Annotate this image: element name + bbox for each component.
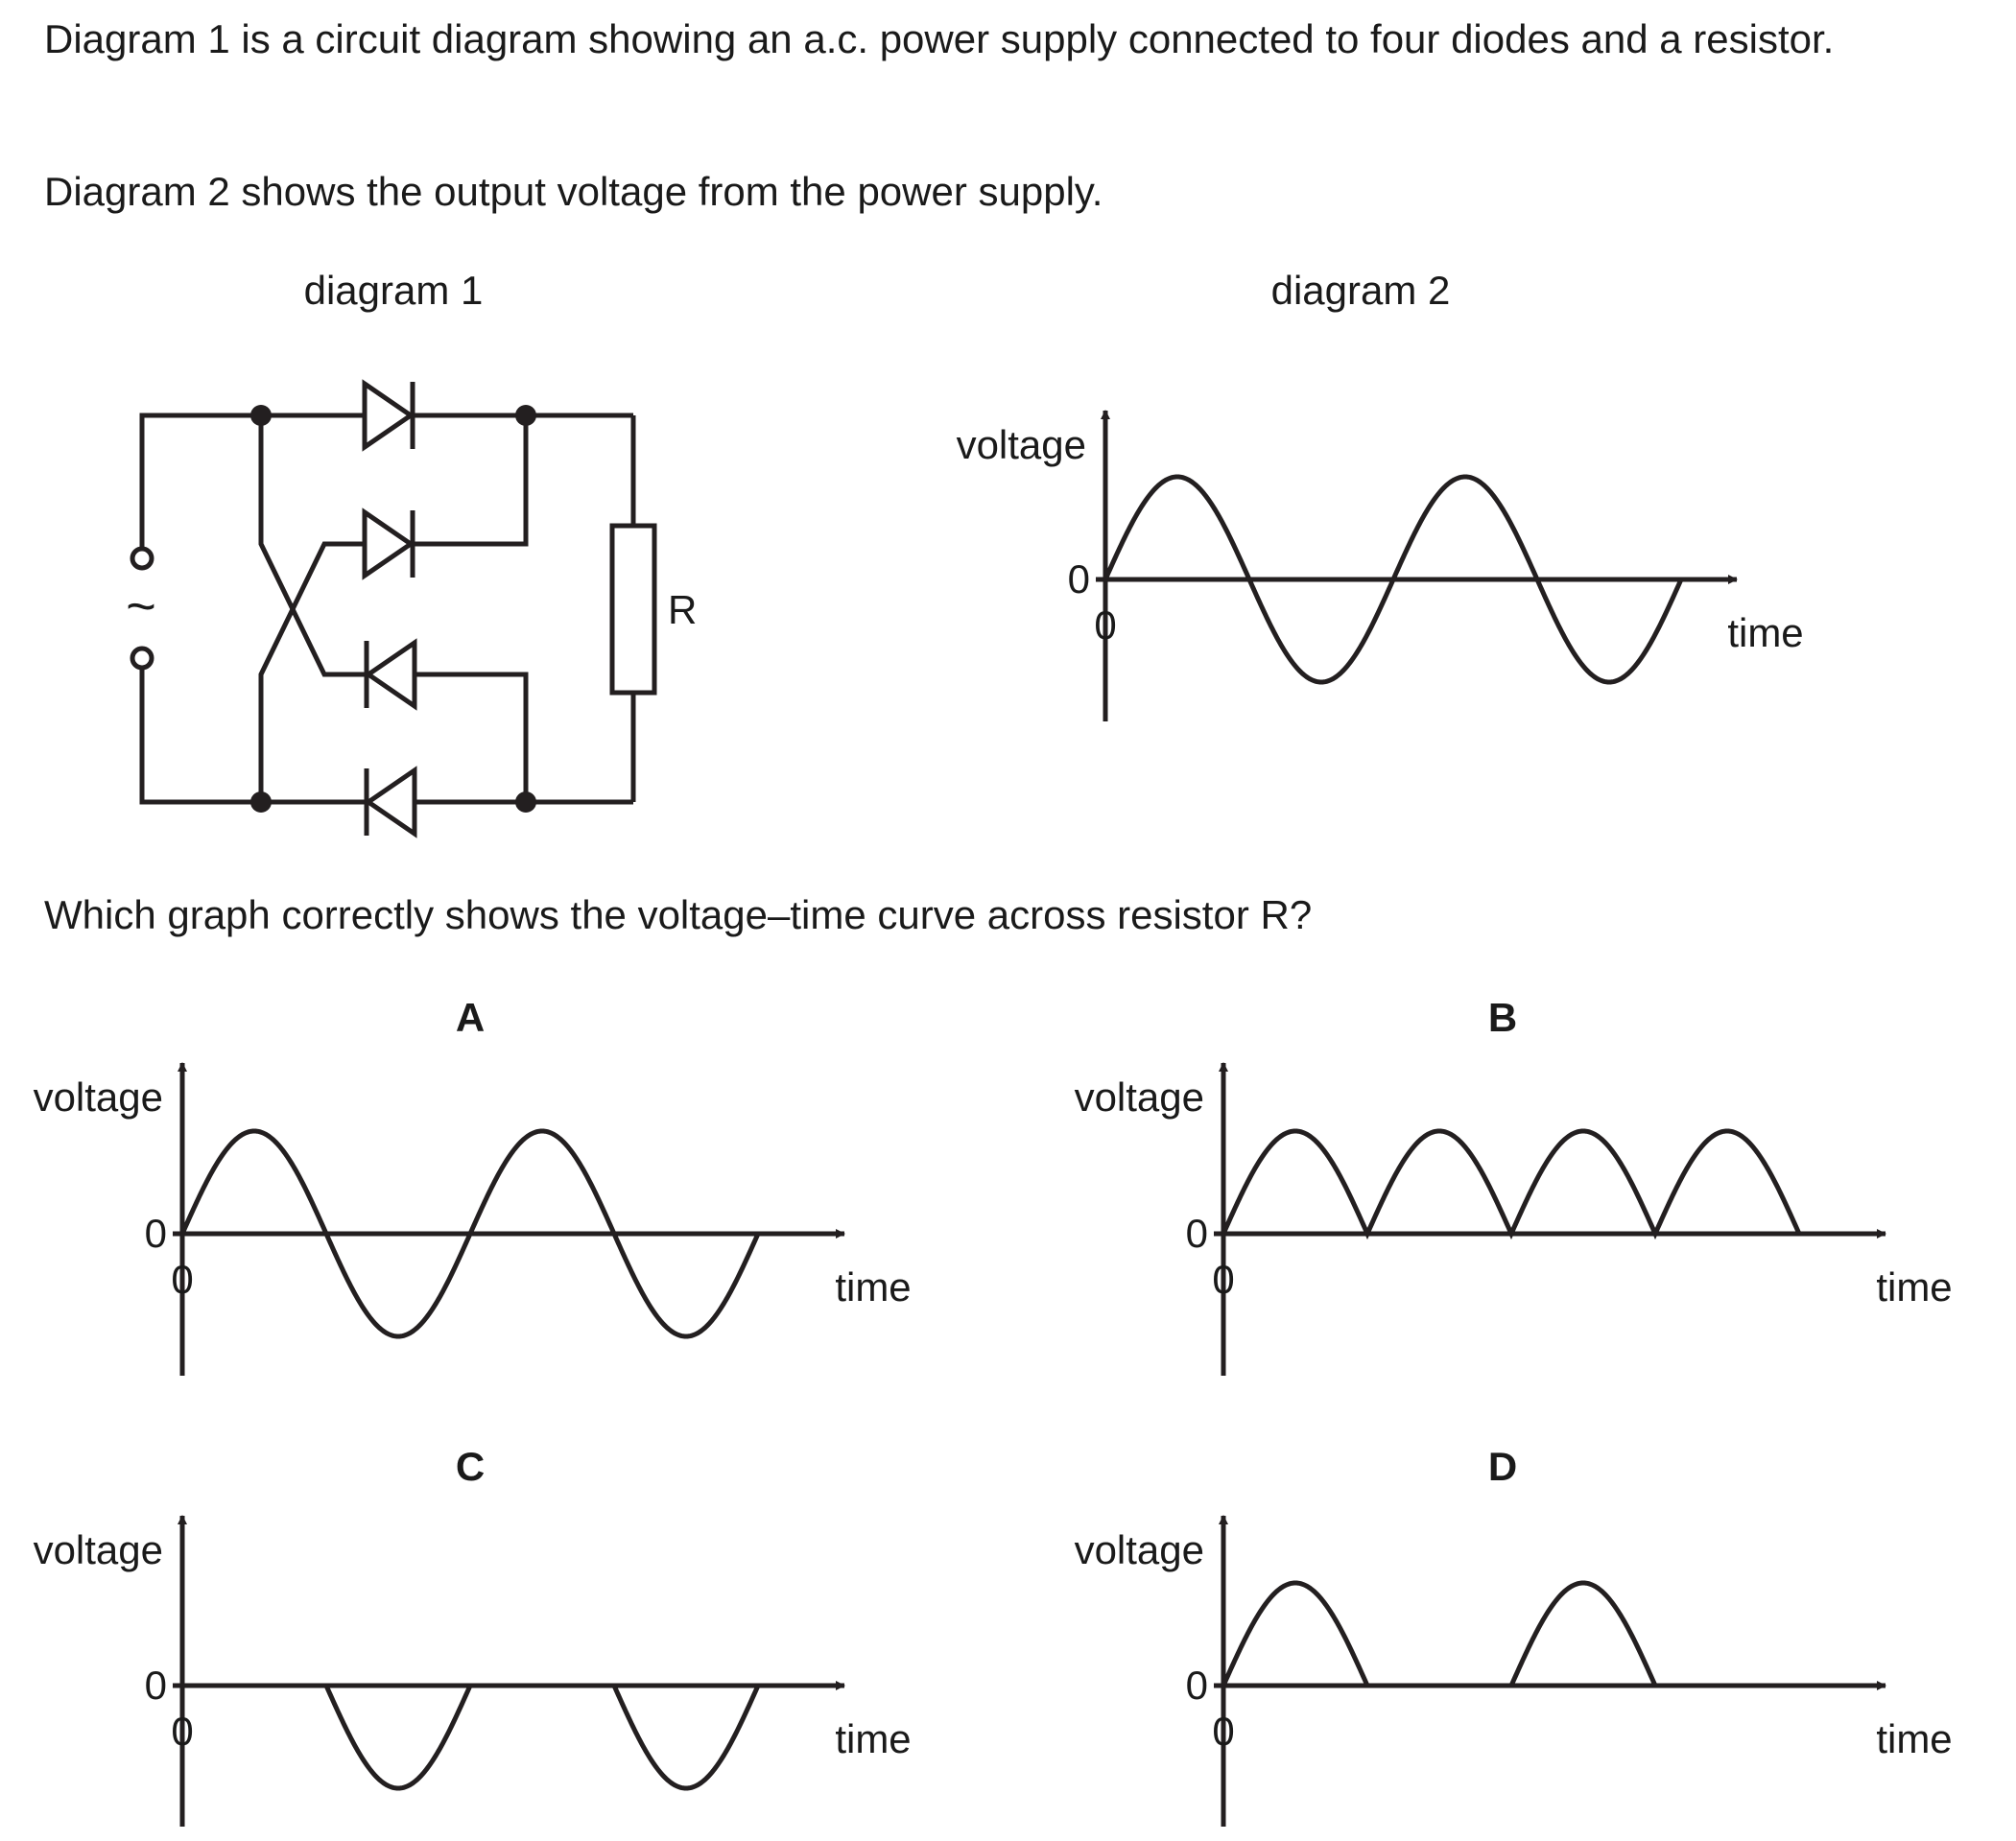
waveform-curve (1103, 474, 1684, 685)
x-zero-label: 0 (171, 1709, 193, 1754)
y-zero-label: 0 (145, 1663, 167, 1708)
junction-dot-top-right (515, 405, 536, 426)
resistor-label: R (668, 587, 697, 632)
diode-bottom (364, 766, 417, 838)
option-a-graph: voltage 00 time (34, 1062, 912, 1376)
x-zero-label: 0 (1212, 1709, 1234, 1754)
option-b[interactable]: B voltage 00 time (1075, 995, 1953, 1376)
option-d-graph: voltage 00 time (1075, 1515, 1953, 1827)
circuit-wires (139, 413, 636, 805)
waveform-curve (182, 1683, 761, 1791)
y-axis-label: voltage (1075, 1074, 1204, 1120)
option-c-letter: C (456, 1444, 485, 1489)
diagram-1-title: diagram 1 (304, 268, 484, 313)
y-axis-label: voltage (34, 1527, 163, 1572)
option-b-graph: voltage 00 time (1075, 1062, 1953, 1376)
diagram-2: diagram 2 voltage 00 time (957, 268, 1804, 721)
x-axis-label: time (1727, 610, 1803, 655)
diagram-2-graph: voltage 00 time (957, 410, 1804, 721)
y-zero-label: 0 (145, 1211, 167, 1256)
x-axis-label: time (835, 1264, 911, 1310)
intro-paragraph-2: Diagram 2 shows the output voltage from … (44, 169, 1103, 214)
junction-dot-top-left (250, 405, 272, 426)
option-d[interactable]: D voltage 00 time (1075, 1444, 1953, 1827)
option-d-letter: D (1488, 1444, 1517, 1489)
x-axis-label: time (1876, 1264, 1952, 1310)
option-a[interactable]: A voltage 00 time (34, 995, 912, 1376)
option-b-letter: B (1488, 995, 1517, 1040)
resistor-r (609, 523, 657, 696)
question-text: Which graph correctly shows the voltage–… (44, 892, 1313, 937)
option-c-graph: voltage 00 time (34, 1515, 912, 1827)
y-axis-label: voltage (1075, 1527, 1204, 1572)
waveform-curve (1221, 1128, 1802, 1240)
intro-paragraph-1: Diagram 1 is a circuit diagram showing a… (44, 16, 1835, 61)
diagram-2-title: diagram 2 (1271, 268, 1451, 313)
waveform-curve (179, 1128, 761, 1339)
x-zero-label: 0 (1212, 1257, 1234, 1302)
option-a-letter: A (456, 995, 485, 1040)
diagram-1: diagram 1 (126, 268, 697, 838)
junction-dot-bottom-left (250, 791, 272, 813)
y-zero-label: 0 (1186, 1663, 1208, 1708)
ac-terminal-top (130, 546, 154, 571)
y-axis-label: voltage (34, 1074, 163, 1120)
waveform-curve (1221, 1580, 1799, 1688)
y-zero-label: 0 (1186, 1211, 1208, 1256)
x-zero-label: 0 (171, 1257, 193, 1302)
option-c[interactable]: C voltage 00 time (34, 1444, 912, 1827)
diode-top (362, 379, 415, 452)
ac-terminal-bottom (130, 646, 154, 671)
ac-supply-symbol: ~ (126, 578, 156, 635)
x-axis-label: time (835, 1716, 911, 1761)
y-axis-label: voltage (957, 422, 1086, 467)
diode-lower-middle (364, 638, 417, 711)
diode-upper-middle (362, 507, 415, 580)
x-axis-label: time (1876, 1716, 1952, 1761)
y-zero-label: 0 (1068, 556, 1090, 602)
junction-dot-bottom-right (515, 791, 536, 813)
x-zero-label: 0 (1094, 602, 1116, 648)
